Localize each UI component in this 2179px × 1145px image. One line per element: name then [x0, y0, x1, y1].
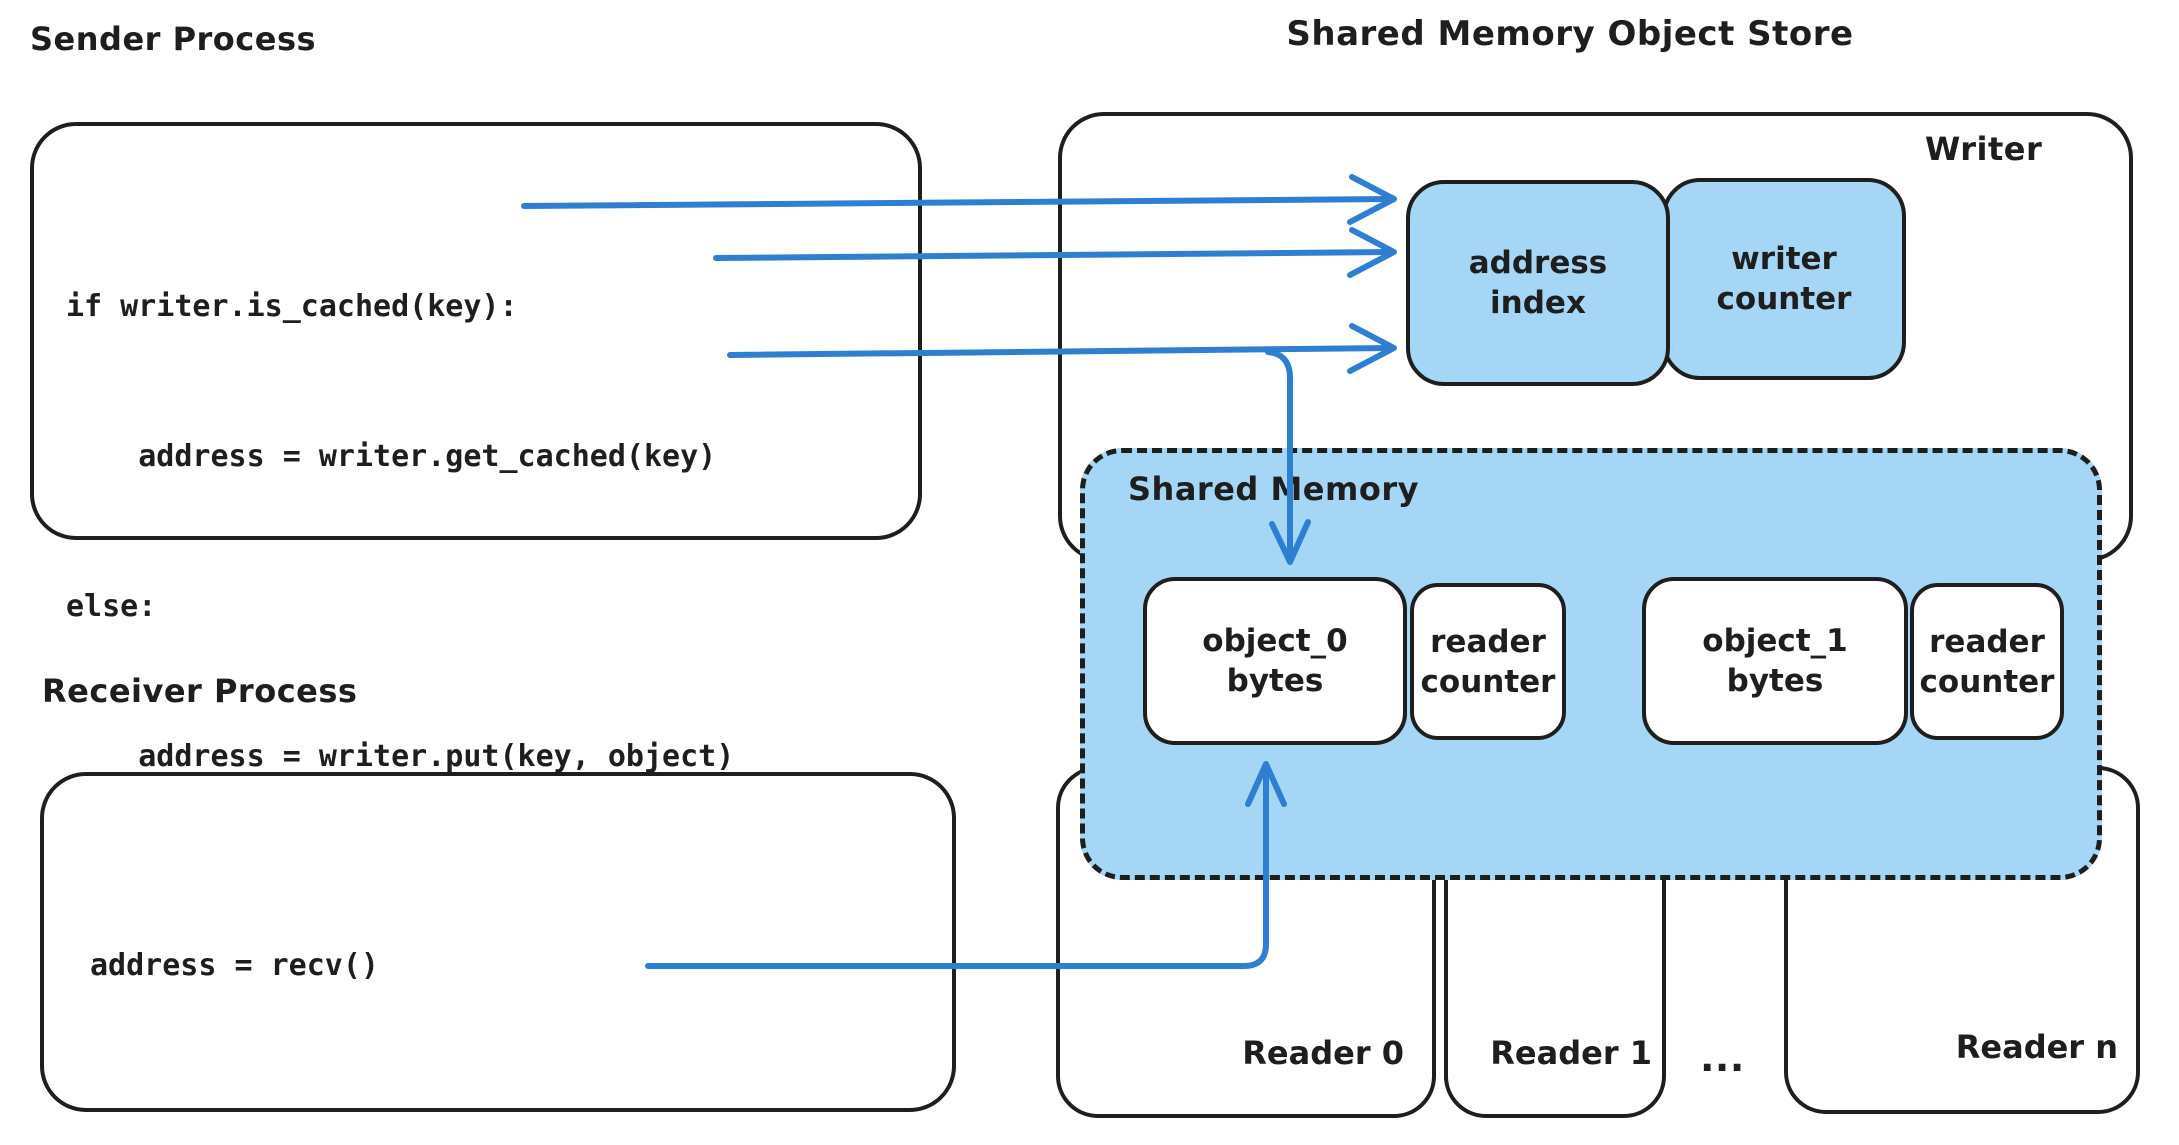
- writer-label: Writer: [1925, 130, 2043, 168]
- writer-counter-label: writer counter: [1716, 241, 1852, 317]
- object-0-label: object_0 bytes: [1202, 623, 1348, 699]
- reader-1-label: Reader 1: [1490, 1034, 1652, 1072]
- store-title: Shared Memory Object Store: [1286, 14, 1854, 54]
- address-index-box: address index: [1406, 180, 1670, 386]
- reader-counter-0-label: reader counter: [1420, 623, 1556, 700]
- code-line: address = recv(): [90, 948, 379, 983]
- reader-n-label: Reader n: [1955, 1028, 2118, 1066]
- reader-0-label: Reader 0: [1242, 1034, 1404, 1072]
- receiver-process-label: Receiver Process: [42, 672, 358, 710]
- readers-ellipsis: ...: [1700, 1036, 1745, 1080]
- object-1-box: object_1 bytes: [1642, 577, 1908, 745]
- reader-counter-0-box: reader counter: [1410, 583, 1566, 740]
- reader-counter-1-label: reader counter: [1919, 623, 2055, 700]
- shared-memory-label: Shared Memory: [1128, 470, 1419, 508]
- code-line: [90, 1096, 632, 1145]
- object-0-box: object_0 bytes: [1143, 577, 1407, 745]
- sender-process-label: Sender Process: [30, 20, 317, 58]
- object-1-label: object_1 bytes: [1702, 623, 1848, 699]
- code-line: if writer.is_cached(key):: [66, 289, 518, 324]
- code-line: else:: [66, 589, 157, 624]
- writer-counter-box: writer counter: [1662, 178, 1906, 380]
- receiver-code: address = recv() object = reader_0.get(a…: [90, 836, 632, 1145]
- reader-counter-1-box: reader counter: [1910, 583, 2064, 740]
- address-index-label: address index: [1468, 245, 1608, 321]
- sender-process-box: [30, 122, 922, 540]
- code-line: address = writer.get_cached(key): [66, 439, 717, 474]
